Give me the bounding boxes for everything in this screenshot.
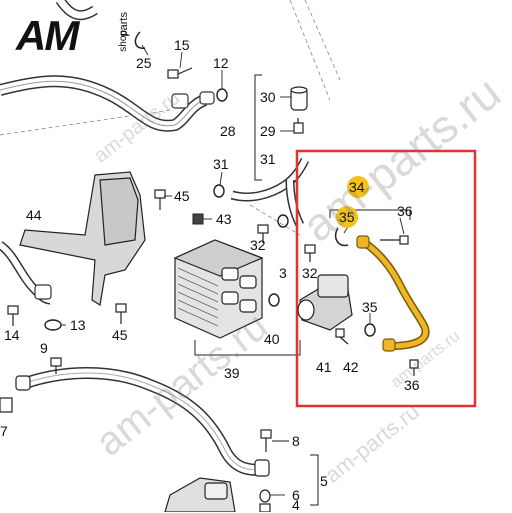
callout-35-a: 35 — [339, 209, 355, 225]
fitting-6 — [254, 459, 271, 512]
callout-29: 29 — [260, 123, 276, 139]
callout-34: 34 — [349, 179, 365, 195]
callout-30: 30 — [260, 89, 276, 105]
callout-13: 13 — [70, 317, 86, 333]
callout-25: 25 — [136, 55, 152, 71]
callout-3: 3 — [279, 265, 287, 281]
callout-39: 39 — [224, 365, 240, 381]
washer-13 — [44, 319, 62, 331]
callout-32-a: 32 — [250, 237, 266, 253]
clip-35 — [334, 227, 349, 247]
bolt-8 — [260, 429, 272, 452]
valve-block-41 — [297, 274, 353, 331]
bolt-45-lower — [115, 303, 127, 324]
pipe-34 — [356, 235, 430, 352]
callout-45-a: 45 — [174, 188, 190, 204]
o-ring-40 — [268, 293, 280, 307]
left-pipe — [0, 241, 52, 305]
bolt-32-a — [257, 224, 269, 243]
bolt-36-lower — [409, 359, 419, 376]
callout-36-b: 36 — [404, 377, 420, 393]
bolt-15 — [167, 67, 193, 79]
bolt-32-b — [304, 244, 316, 262]
lower-hose — [17, 367, 263, 476]
middle-pipe — [230, 157, 310, 228]
bolt-14 — [7, 305, 19, 326]
logo-tag-text: shop — [118, 30, 129, 52]
callout-45-b: 45 — [112, 327, 128, 343]
callout-7: 7 — [0, 423, 8, 439]
fitting-left — [0, 375, 31, 413]
callout-32-b: 32 — [302, 265, 318, 281]
cap-30 — [290, 86, 308, 111]
bolt-45-upper — [154, 189, 166, 210]
highlight-box — [295, 149, 477, 408]
callout-8: 8 — [292, 433, 300, 449]
bracket-5 — [310, 454, 319, 506]
upper-hose — [0, 0, 215, 132]
badge-34 — [347, 176, 369, 198]
bracket-34 — [329, 209, 411, 220]
o-ring-12 — [216, 88, 228, 102]
callout-28: 28 — [220, 123, 236, 139]
bracket-28 — [254, 74, 262, 181]
nut-43 — [192, 213, 204, 225]
bracket-44 — [19, 171, 146, 306]
callout-41: 41 — [316, 359, 332, 375]
callout-31-a: 31 — [260, 151, 276, 167]
oil-cooler-39 — [173, 239, 264, 339]
callout-15: 15 — [174, 37, 190, 53]
callout-40: 40 — [264, 331, 280, 347]
callout-6: 6 — [292, 487, 300, 503]
o-ring-31 — [213, 184, 225, 198]
callout-31-b: 31 — [213, 156, 229, 172]
callout-14: 14 — [4, 327, 20, 343]
callout-36-a: 36 — [397, 203, 413, 219]
o-ring-3 — [277, 214, 289, 228]
callout-43: 43 — [216, 211, 232, 227]
callout-42: 42 — [343, 359, 359, 375]
callout-35-b: 35 — [362, 299, 378, 315]
clip-25 — [134, 31, 146, 49]
callout-4: 4 — [292, 497, 300, 513]
callout-9: 9 — [40, 340, 48, 356]
callout-12: 12 — [213, 55, 229, 71]
valve-29 — [293, 118, 304, 134]
bolt-36-upper — [380, 235, 409, 245]
badge-35 — [336, 206, 358, 228]
bolt-42 — [335, 328, 349, 345]
o-ring-35 — [364, 323, 376, 337]
bolt-9 — [50, 357, 62, 374]
callout-5: 5 — [320, 473, 328, 489]
logo-text: AM — [16, 12, 79, 59]
bracket-39 — [194, 340, 301, 356]
callout-44: 44 — [26, 207, 42, 223]
valve-bottom — [164, 477, 236, 512]
